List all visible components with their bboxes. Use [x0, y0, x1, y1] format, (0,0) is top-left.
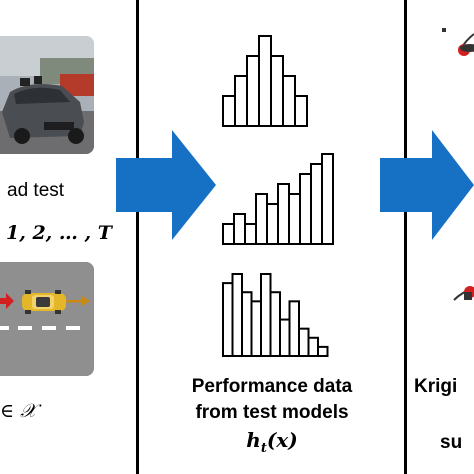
histogram-bar [234, 75, 248, 127]
histogram-bar [279, 318, 291, 357]
histogram-bar [255, 193, 268, 245]
histogram-bar [269, 291, 281, 357]
road-scenario-diagram [0, 262, 94, 376]
formula-subscript-t: t [260, 441, 267, 456]
histogram-irregular [222, 273, 329, 358]
road-test-photo [0, 36, 94, 154]
test-index-range: 1, 2, … , T [6, 222, 112, 244]
right-caption-line1: Krigi [414, 376, 458, 397]
lane-dashes [0, 326, 80, 330]
left-flow-arrow [116, 130, 216, 240]
histogram-bar [244, 223, 257, 245]
scenario-set-label: ∈ 𝒳 [0, 400, 37, 422]
histogram-bar [310, 163, 323, 245]
histogram-increasing [222, 153, 334, 245]
right-caption-line3: su [440, 432, 463, 453]
histogram-bar [270, 55, 284, 127]
red-direction-arrow [0, 293, 14, 309]
yellow-car [22, 290, 66, 314]
histogram-bar [288, 193, 301, 245]
road-test-label: ad test [7, 180, 65, 201]
histogram-bar [222, 95, 236, 127]
formula-h: h [246, 428, 261, 452]
histogram-symmetric [222, 35, 308, 127]
histogram-bar [241, 291, 253, 357]
histogram-bar [258, 35, 272, 127]
formula-argument: (x) [266, 428, 298, 452]
histogram-bar [222, 282, 234, 357]
histogram-bar [266, 203, 279, 245]
histogram-bar [231, 273, 243, 357]
right-panel-divider [404, 0, 407, 474]
histogram-bar [288, 300, 300, 358]
performance-formula: ht(x) [156, 428, 388, 456]
left-panel-divider [136, 0, 139, 474]
orange-direction-arrow [66, 296, 90, 306]
histogram-bar [321, 153, 334, 245]
right-top-graphic [442, 28, 474, 56]
histogram-bar [298, 327, 310, 358]
performance-caption-line2: from test models [195, 402, 349, 423]
histogram-bar [233, 213, 246, 245]
histogram-bar [222, 223, 235, 245]
histogram-bar [246, 55, 260, 127]
histogram-bar [294, 95, 308, 127]
histogram-bar [307, 336, 319, 357]
right-bottom-graphic [453, 286, 474, 301]
right-flow-arrow [380, 130, 474, 240]
histogram-bar [282, 75, 296, 127]
histogram-bar [250, 300, 262, 358]
performance-caption-line1: Performance data [191, 376, 353, 397]
histogram-bar [317, 345, 329, 357]
histogram-bar [260, 273, 272, 357]
histogram-bar [299, 173, 312, 245]
histogram-bar [277, 183, 290, 245]
